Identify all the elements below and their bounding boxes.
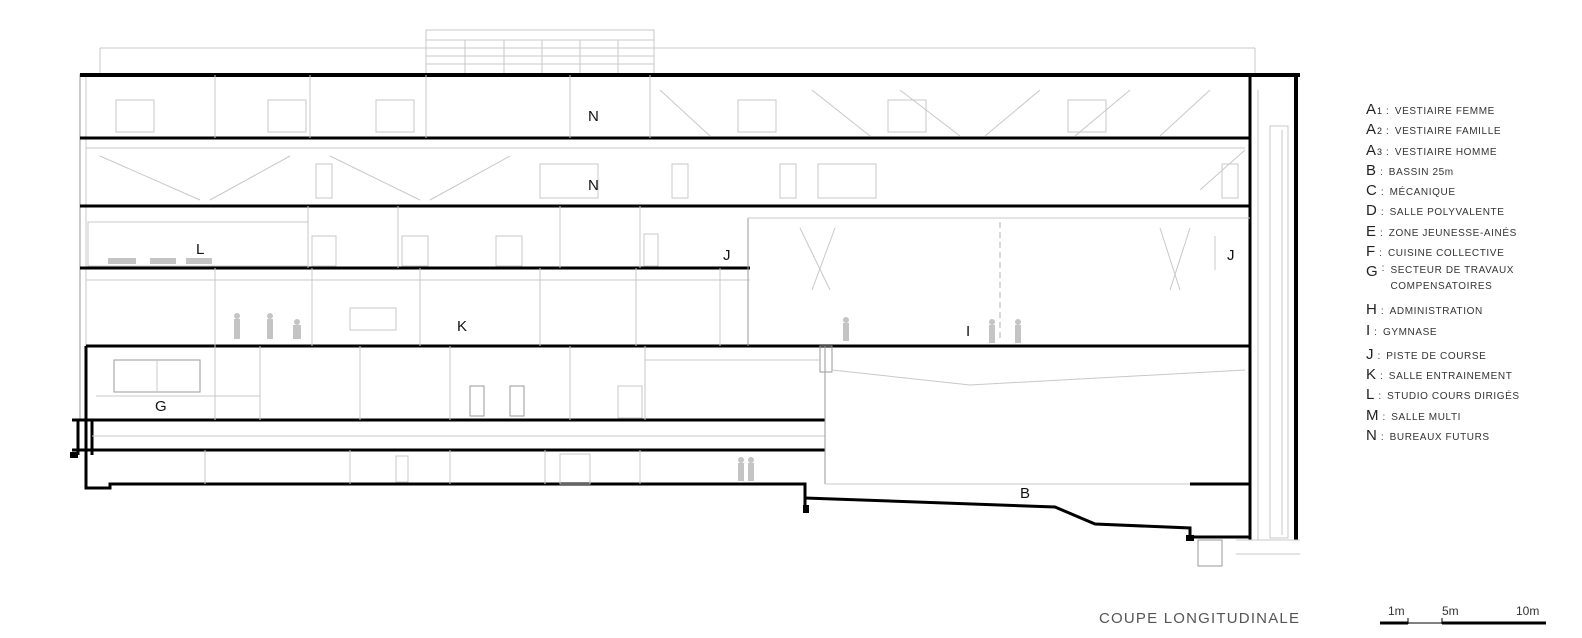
legend-text: BASSIN 25m	[1388, 166, 1454, 178]
scale-bar-graphic	[1380, 618, 1546, 625]
legend-text: ADMINISTRATION	[1389, 306, 1483, 318]
scale-label-10m: 10m	[1516, 604, 1540, 618]
legend-key: K	[1366, 365, 1377, 383]
legend-key: A	[1366, 141, 1377, 159]
legend-key: B	[1366, 161, 1377, 179]
legend-item-b: B : BASSIN 25m	[1366, 161, 1454, 179]
legend-text: SECTEUR DE TRAVAUX	[1390, 265, 1515, 277]
legend-key: H	[1366, 301, 1377, 319]
legend-item-j: J : PISTE DE COURSE	[1366, 345, 1487, 363]
legend-text: BUREAUX FUTURS	[1389, 431, 1490, 443]
legend-key: E	[1366, 222, 1377, 240]
lower-floor-partitions	[92, 346, 1246, 485]
room-label-l: L	[196, 241, 204, 258]
legend-text: SALLE MULTI	[1391, 411, 1462, 423]
room-label-n-top: N	[588, 108, 599, 125]
legend-item-l: L : STUDIO COURS DIRIGÉS	[1366, 386, 1520, 404]
stair-tower	[1236, 90, 1300, 555]
legend-item-n: N : BUREAUX FUTURS	[1366, 426, 1490, 444]
floor-slabs	[72, 73, 1300, 452]
legend-key: F	[1366, 243, 1376, 261]
legend-item-a3: A3 : VESTIAIRE HOMME	[1366, 141, 1498, 159]
legend-item-f: F : CUISINE COLLECTIVE	[1366, 243, 1505, 261]
legend-item-c: C : MÉCANIQUE	[1366, 182, 1456, 200]
scale-label-5m: 5m	[1442, 604, 1459, 618]
legend-text-line2: COMPENSATOIRES	[1390, 281, 1493, 293]
drawing-title: COUPE LONGITUDINALE	[1099, 610, 1301, 627]
legend-text: VESTIAIRE FEMME	[1394, 106, 1495, 117]
legend-text: GYMNASE	[1382, 326, 1438, 338]
legend-text: VESTIAIRE HOMME	[1394, 146, 1498, 158]
legend-key-sub: 1	[1377, 106, 1383, 116]
legend-text: VESTIAIRE FAMILLE	[1394, 126, 1502, 138]
legend-item-e: E : ZONE JEUNESSE-AINÉS	[1366, 222, 1517, 240]
room-label-k: K	[457, 318, 467, 335]
legend-key: I	[1366, 321, 1371, 339]
legend-text: PISTE DE COURSE	[1386, 350, 1487, 362]
legend-item-d: D : SALLE POLYVALENTE	[1366, 202, 1505, 220]
roof-mechanical-unit	[425, 29, 655, 75]
legend-key: M	[1366, 406, 1379, 424]
legend-key: N	[1366, 426, 1377, 444]
legend-item-a1: A1 : VESTIAIRE FEMME	[1366, 101, 1495, 118]
legend-text: SALLE POLYVALENTE	[1389, 207, 1505, 219]
room-label-j-left: J	[723, 247, 731, 264]
legend-key: D	[1366, 202, 1377, 220]
legend-text: CUISINE COLLECTIVE	[1387, 248, 1505, 260]
room-label-i: I	[966, 323, 970, 340]
legend-key: A	[1366, 101, 1377, 118]
room-label-b: B	[1020, 485, 1030, 502]
legend-text: STUDIO COURS DIRIGÉS	[1387, 391, 1520, 403]
room-label-n-mid: N	[588, 177, 599, 194]
room-label-j-right: J	[1227, 247, 1235, 264]
legend-text: MÉCANIQUE	[1389, 187, 1456, 199]
legend-text: ZONE JEUNESSE-AINÉS	[1388, 227, 1517, 239]
legend-item-i: I : GYMNASE	[1366, 321, 1438, 339]
legend-item-k: K : SALLE ENTRAINEMENT	[1366, 365, 1513, 383]
legend-item-a2: A2 : VESTIAIRE FAMILLE	[1366, 121, 1502, 139]
legend-key: J	[1366, 345, 1374, 363]
legend-item-h: H : ADMINISTRATION	[1366, 301, 1483, 319]
room-legend: A1 : VESTIAIRE FEMME A2 : VESTIAIRE FAMI…	[1366, 101, 1566, 447]
legend-item-m: M : SALLE MULTI	[1366, 406, 1462, 424]
legend-key-sub: 2	[1377, 126, 1383, 137]
legend-key: C	[1366, 182, 1377, 200]
background-facade	[79, 47, 1256, 420]
legend-text: SALLE ENTRAINEMENT	[1388, 370, 1513, 382]
legend-key: L	[1366, 386, 1375, 404]
legend-key: G	[1366, 263, 1378, 281]
scale-bar: 1m 5m 10m	[1378, 604, 1548, 630]
people-silhouettes	[108, 258, 1021, 481]
legend-key: A	[1366, 121, 1377, 139]
structure-walls	[70, 75, 1298, 567]
scale-label-1m: 1m	[1388, 604, 1405, 618]
middle-floor-partitions	[86, 206, 1250, 346]
room-label-g: G	[155, 398, 167, 415]
upper-floor-partitions	[86, 75, 1246, 201]
legend-key-sub: 3	[1377, 146, 1383, 157]
